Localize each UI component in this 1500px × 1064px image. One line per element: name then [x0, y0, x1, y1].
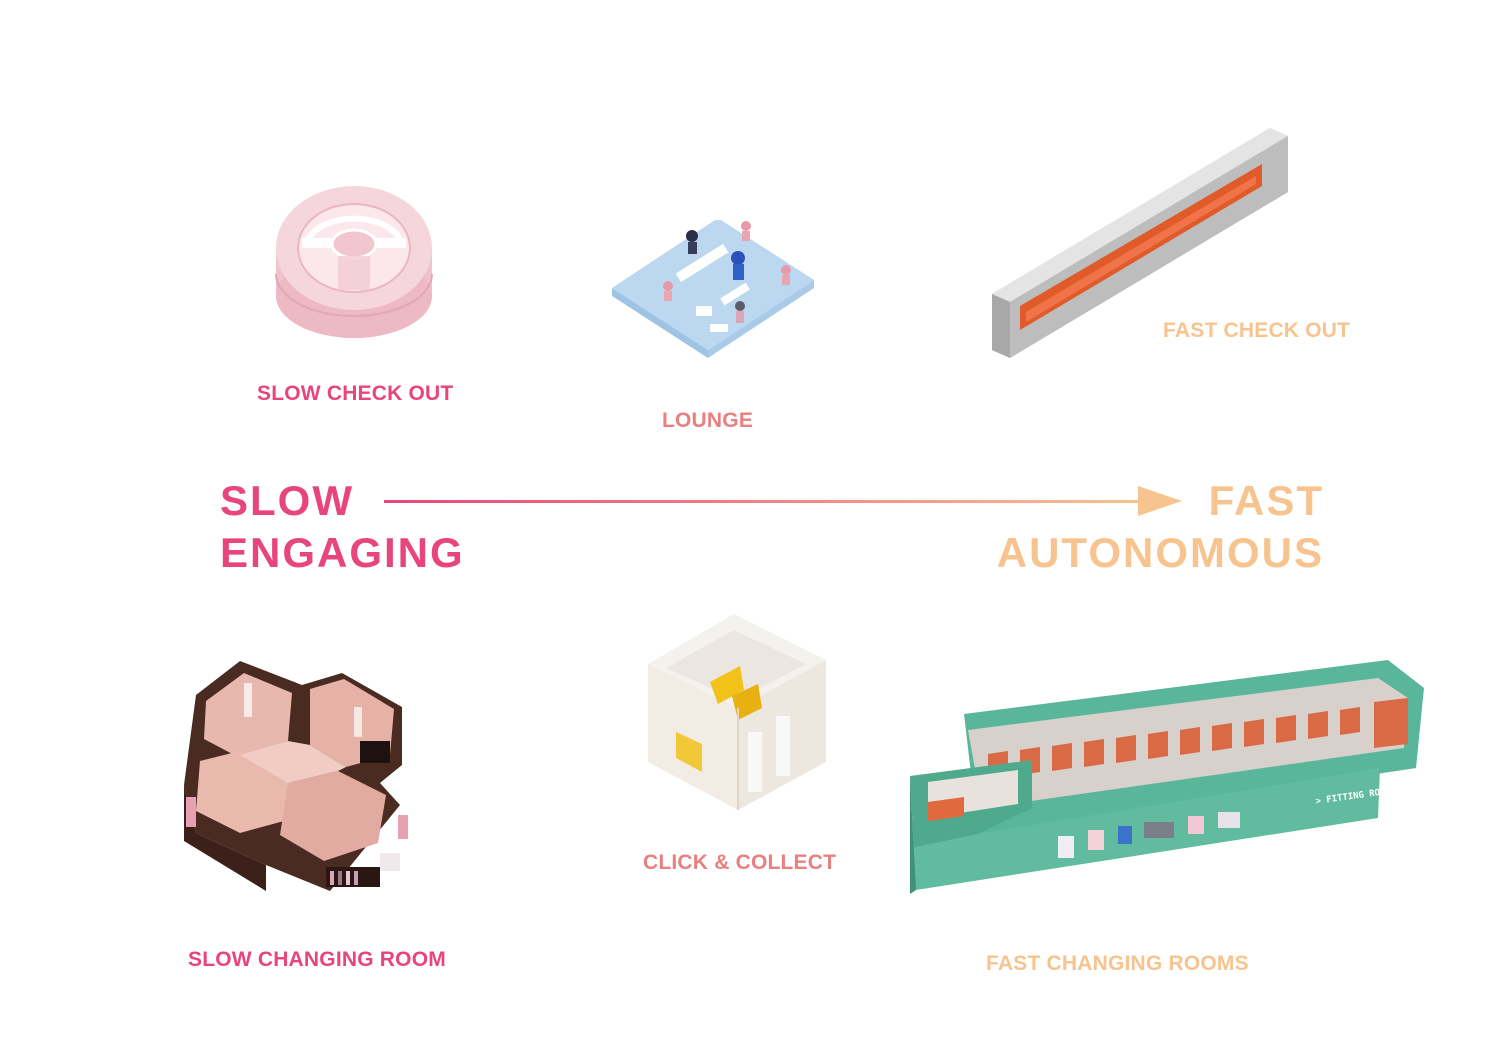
- engaging-text: ENGAGING: [220, 529, 465, 576]
- fast-changing-rooms-label: FAST CHANGING ROOMS: [986, 952, 1249, 975]
- fast-autonomous-heading: FAST AUTONOMOUS: [960, 475, 1324, 579]
- slow-engaging-heading: SLOW ENGAGING: [220, 475, 465, 579]
- click-collect-illustration: [646, 612, 828, 812]
- fast-text: FAST: [1208, 477, 1324, 524]
- slow-text: SLOW: [220, 477, 354, 524]
- slow-check-out-label: SLOW CHECK OUT: [257, 382, 454, 405]
- fast-changing-rooms-illustration: > FITTING ROOM: [908, 658, 1432, 894]
- slow-check-out-illustration: [268, 178, 440, 348]
- slow-changing-room-illustration: [180, 655, 424, 905]
- click-collect-label: CLICK & COLLECT: [643, 851, 837, 874]
- lounge-label: LOUNGE: [662, 409, 754, 432]
- lounge-illustration: [610, 198, 816, 358]
- fast-check-out-label: FAST CHECK OUT: [1163, 319, 1351, 342]
- slow-changing-room-label: SLOW CHANGING ROOM: [188, 948, 446, 971]
- fast-check-out-illustration: [990, 126, 1290, 364]
- autonomous-text: AUTONOMOUS: [996, 529, 1324, 576]
- slow-to-fast-arrow: [382, 484, 1186, 518]
